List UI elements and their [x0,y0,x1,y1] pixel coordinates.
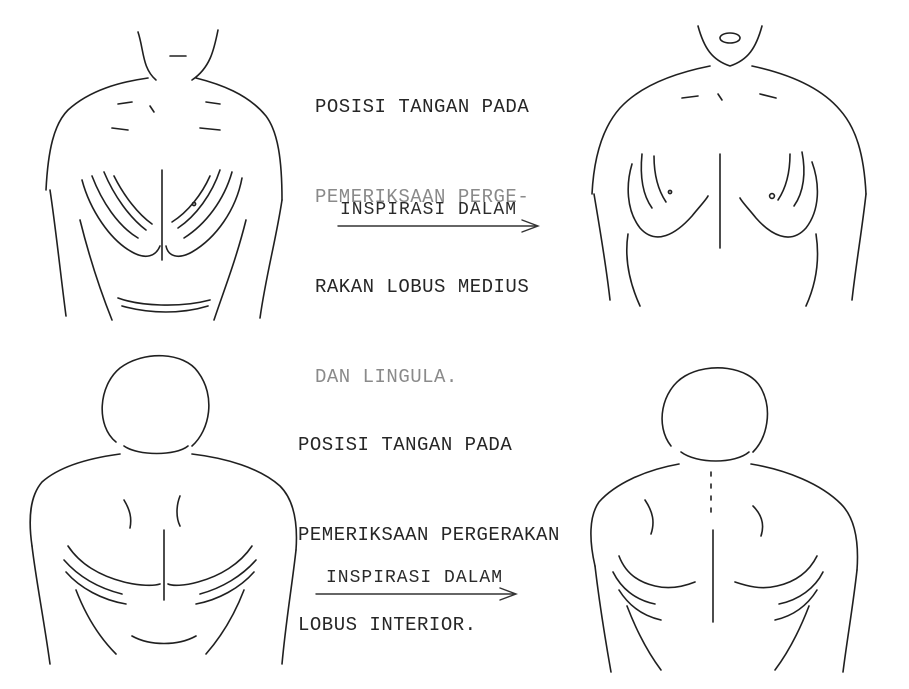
figure-back-hands-together [20,350,310,675]
arrow-right-icon [336,218,542,234]
caption-line: POSISI TANGAN PADA [298,430,560,460]
caption-section2: POSISI TANGAN PADA PEMERIKSAAN PERGERAKA… [298,370,560,670]
figure-back-hands-apart [585,360,885,680]
front-torso-drawing-expanded [580,14,880,314]
back-torso-drawing-expanded [585,360,885,680]
arrow-label-section1: INSPIRASI DALAM [340,200,517,220]
arrow-right-icon [314,586,520,602]
figure-front-hands-together [20,20,300,325]
caption-line: PEMERIKSAAN PERGERAKAN [298,520,560,550]
caption-line: LOBUS INTERIOR. [298,610,560,640]
caption-line: RAKAN LOBUS MEDIUS [315,272,529,302]
arrow-label-section2: INSPIRASI DALAM [326,568,503,588]
figure-front-hands-apart [580,14,880,314]
back-torso-drawing [20,350,310,675]
caption-line: POSISI TANGAN PADA [315,92,529,122]
front-torso-drawing [20,20,300,325]
